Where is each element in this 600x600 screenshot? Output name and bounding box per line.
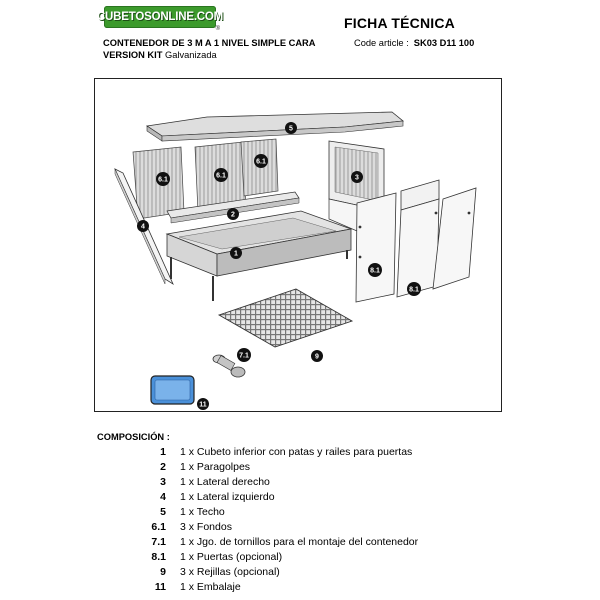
callout-11: 11 bbox=[197, 398, 209, 410]
brand-logo: CUBETOSONLINE.COM ® bbox=[97, 6, 223, 32]
item-description: 1 x Techo bbox=[180, 506, 225, 518]
svg-text:6.1: 6.1 bbox=[256, 159, 266, 166]
svg-text:6.1: 6.1 bbox=[158, 177, 168, 184]
svg-text:8.1: 8.1 bbox=[370, 268, 380, 275]
item-description: 3 x Fondos bbox=[180, 521, 232, 533]
callout-4: 4 bbox=[137, 220, 149, 232]
item-number: 8.1 bbox=[151, 551, 166, 563]
callout-8-1-b: 8.1 bbox=[407, 282, 421, 296]
item-description: 3 x Rejillas (opcional) bbox=[180, 566, 280, 578]
callout-7-1: 7.1 bbox=[237, 348, 251, 362]
list-item: 7.1 1 x Jgo. de tornillos para el montaj… bbox=[0, 536, 600, 550]
item-number: 9 bbox=[160, 566, 166, 578]
registered-mark: ® bbox=[215, 26, 220, 32]
callout-6-1-b: 6.1 bbox=[214, 168, 228, 182]
svg-text:6.1: 6.1 bbox=[216, 173, 226, 180]
list-item: 5 1 x Techo bbox=[0, 506, 600, 520]
item-number: 7.1 bbox=[151, 536, 166, 548]
callout-8-1-a: 8.1 bbox=[368, 263, 382, 277]
callout-2: 2 bbox=[227, 208, 239, 220]
item-description: 1 x Jgo. de tornillos para el montaje de… bbox=[180, 536, 419, 548]
brand-logo-text: CUBETOSONLINE.COM bbox=[96, 11, 224, 23]
part-packaging bbox=[150, 375, 195, 405]
item-description: 1 x Lateral derecho bbox=[180, 476, 270, 488]
product-name: CONTENEDOR DE 3 M A 1 NIVEL SIMPLE CARA bbox=[103, 38, 316, 48]
svg-text:11: 11 bbox=[199, 402, 207, 409]
list-item: 9 3 x Rejillas (opcional) bbox=[0, 566, 600, 580]
item-number: 11 bbox=[154, 581, 166, 593]
list-item: 3 1 x Lateral derecho bbox=[0, 476, 600, 490]
article-code: Code article : SK03 D11 100 bbox=[354, 38, 474, 48]
item-number: 5 bbox=[160, 506, 166, 518]
svg-text:3: 3 bbox=[355, 175, 359, 182]
item-number: 3 bbox=[160, 476, 166, 488]
article-code-value: SK03 D11 100 bbox=[413, 38, 475, 48]
svg-text:8.1: 8.1 bbox=[409, 287, 419, 294]
list-item: 8.1 1 x Puertas (opcional) bbox=[0, 551, 600, 565]
part-bolt-kit bbox=[212, 354, 246, 378]
product-version: VERSION KIT Galvanizada bbox=[103, 50, 217, 60]
exploded-view-drawing: 5 6.1 6.1 6.1 3 4 2 1 bbox=[94, 78, 502, 412]
product-version-kit: VERSION KIT bbox=[103, 50, 163, 60]
item-description: 1 x Paragolpes bbox=[180, 461, 251, 473]
item-number: 6.1 bbox=[151, 521, 166, 533]
item-description: 1 x Embalaje bbox=[180, 581, 241, 593]
product-version-finish: Galvanizada bbox=[165, 50, 217, 60]
list-item: 2 1 x Paragolpes bbox=[0, 461, 600, 475]
list-item: 4 1 x Lateral izquierdo bbox=[0, 491, 600, 505]
svg-text:1: 1 bbox=[234, 251, 238, 258]
callout-3: 3 bbox=[351, 171, 363, 183]
svg-text:7.1: 7.1 bbox=[239, 353, 249, 360]
callout-6-1-c: 6.1 bbox=[254, 154, 268, 168]
part-roof bbox=[145, 111, 404, 142]
callout-9: 9 bbox=[311, 350, 323, 362]
svg-text:4: 4 bbox=[141, 224, 145, 231]
svg-text:2: 2 bbox=[231, 212, 235, 219]
callout-1: 1 bbox=[230, 247, 242, 259]
page-title: FICHA TÉCNICA bbox=[344, 15, 455, 31]
callout-5: 5 bbox=[285, 122, 297, 134]
svg-text:9: 9 bbox=[315, 354, 319, 361]
item-number: 1 bbox=[160, 446, 166, 458]
article-code-label: Code article : bbox=[354, 38, 409, 48]
part-lower-bund bbox=[165, 210, 353, 301]
svg-text:5: 5 bbox=[289, 126, 293, 133]
callout-6-1-a: 6.1 bbox=[156, 172, 170, 186]
item-description: 1 x Puertas (opcional) bbox=[180, 551, 283, 563]
item-description: 1 x Cubeto inferior con patas y railes p… bbox=[180, 446, 413, 458]
item-number: 2 bbox=[160, 461, 166, 473]
composition-heading: COMPOSICIÓN : bbox=[97, 432, 170, 442]
exploded-view-svg: 5 6.1 6.1 6.1 3 4 2 1 bbox=[114, 111, 477, 410]
item-number: 4 bbox=[160, 491, 166, 503]
part-doors bbox=[355, 179, 477, 303]
list-item: 6.1 3 x Fondos bbox=[0, 521, 600, 535]
list-item: 11 1 x Embalaje bbox=[0, 581, 600, 595]
list-item: 1 1 x Cubeto inferior con patas y railes… bbox=[0, 446, 600, 460]
item-description: 1 x Lateral izquierdo bbox=[180, 491, 275, 503]
part-grating bbox=[217, 288, 354, 348]
